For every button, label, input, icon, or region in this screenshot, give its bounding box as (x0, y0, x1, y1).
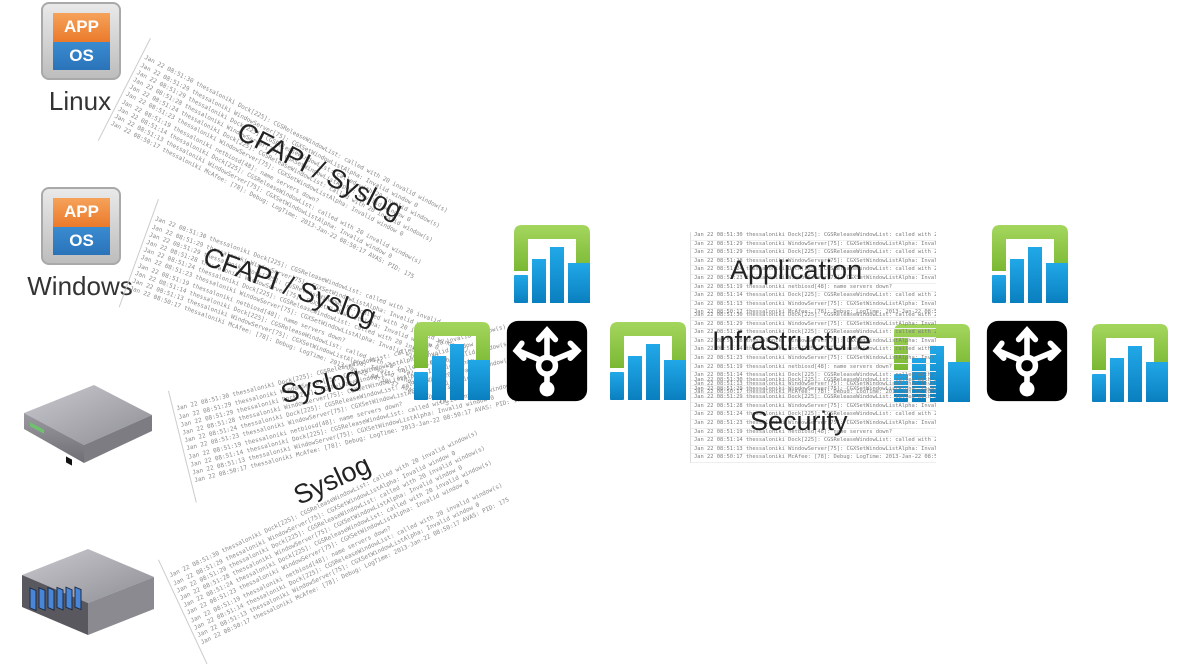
windows-label: Windows (27, 271, 133, 301)
log-line: Jan 22 08:51:13 thessaloniki WindowServe… (691, 446, 936, 455)
log-line: Jan 22 08:50:17 thessaloniki McAfee: [78… (691, 389, 936, 398)
log-line: Jan 22 08:51:30 thessaloniki Dock[225]: … (691, 232, 936, 241)
log-line: Jan 22 08:51:14 thessaloniki Dock[225]: … (691, 292, 936, 301)
log-line: Jan 22 08:51:13 thessaloniki WindowServe… (691, 301, 936, 310)
log-line: Jan 22 08:51:28 thessaloniki WindowServe… (691, 403, 936, 412)
app-layer: APP (53, 13, 110, 42)
router-icon (986, 320, 1068, 402)
log-box-infrastructure: Jan 22 08:51:30 thessaloniki Dock[225]: … (690, 312, 936, 398)
os-layer: OS (53, 41, 110, 70)
log-line: Jan 22 08:50:17 thessaloniki McAfee: [78… (691, 309, 936, 318)
windows-app-os-icon: APP OS (41, 187, 121, 265)
log-line: Jan 22 08:51:23 thessaloniki WindowServe… (691, 420, 936, 429)
network-appliance-icon (24, 385, 152, 466)
category-label-infrastructure: Infrastructure (712, 326, 872, 356)
category-label-security: Security (750, 406, 848, 436)
log-line: Jan 22 08:51:24 thessaloniki Dock[225]: … (691, 346, 936, 355)
log-line: Jan 22 08:51:19 thessaloniki netbiosd[48… (691, 364, 936, 373)
log-line: Jan 22 08:51:14 thessaloniki Dock[225]: … (691, 437, 936, 446)
log-line: Jan 22 08:51:29 thessaloniki Dock[225]: … (691, 249, 936, 258)
router-icon (506, 320, 588, 402)
app-layer: APP (53, 198, 110, 227)
linux-app-os-icon: APP OS (41, 2, 121, 80)
log-box-security: Jan 22 08:51:30 thessaloniki Dock[225]: … (690, 377, 936, 463)
log-line: Jan 22 08:51:29 thessaloniki WindowServe… (691, 386, 936, 395)
log-line: Jan 22 08:51:24 thessaloniki Dock[225]: … (691, 266, 936, 275)
log-line: Jan 22 08:51:13 thessaloniki WindowServe… (691, 381, 936, 390)
log-line: Jan 22 08:51:29 thessaloniki WindowServe… (691, 321, 936, 330)
analytics-icon (606, 320, 690, 404)
analytics-icon (890, 322, 974, 406)
log-line: Jan 22 08:51:28 thessaloniki WindowServe… (691, 258, 936, 267)
log-line: Jan 22 08:51:24 thessaloniki Dock[225]: … (691, 411, 936, 420)
linux-label: Linux (48, 86, 112, 116)
log-line: Jan 22 08:51:19 thessaloniki netbiosd[48… (691, 429, 936, 438)
analytics-icon (1088, 322, 1172, 406)
log-line: Jan 22 08:51:23 thessaloniki WindowServe… (691, 355, 936, 364)
log-line: Jan 22 08:51:30 thessaloniki Dock[225]: … (691, 377, 936, 386)
log-line: Jan 22 08:51:29 thessaloniki WindowServe… (691, 241, 936, 250)
os-layer: OS (53, 226, 110, 255)
log-line: Jan 22 08:51:30 thessaloniki Dock[225]: … (691, 312, 936, 321)
log-line: Jan 22 08:50:17 thessaloniki McAfee: [78… (691, 454, 936, 463)
log-box-application: Jan 22 08:51:30 thessaloniki Dock[225]: … (690, 232, 936, 318)
rack-server-icon (22, 549, 154, 635)
category-label-application: Application (730, 255, 863, 285)
log-line: Jan 22 08:51:14 thessaloniki Dock[225]: … (691, 372, 936, 381)
log-line: Jan 22 08:51:29 thessaloniki Dock[225]: … (691, 329, 936, 338)
analytics-icon (510, 223, 594, 307)
log-line: Jan 22 08:51:28 thessaloniki WindowServe… (691, 338, 936, 347)
log-line: Jan 22 08:51:23 thessaloniki WindowServe… (691, 275, 936, 284)
analytics-icon (988, 223, 1072, 307)
log-line: Jan 22 08:51:29 thessaloniki Dock[225]: … (691, 394, 936, 403)
log-line: Jan 22 08:51:19 thessaloniki netbiosd[48… (691, 284, 936, 293)
analytics-icon (410, 320, 494, 404)
